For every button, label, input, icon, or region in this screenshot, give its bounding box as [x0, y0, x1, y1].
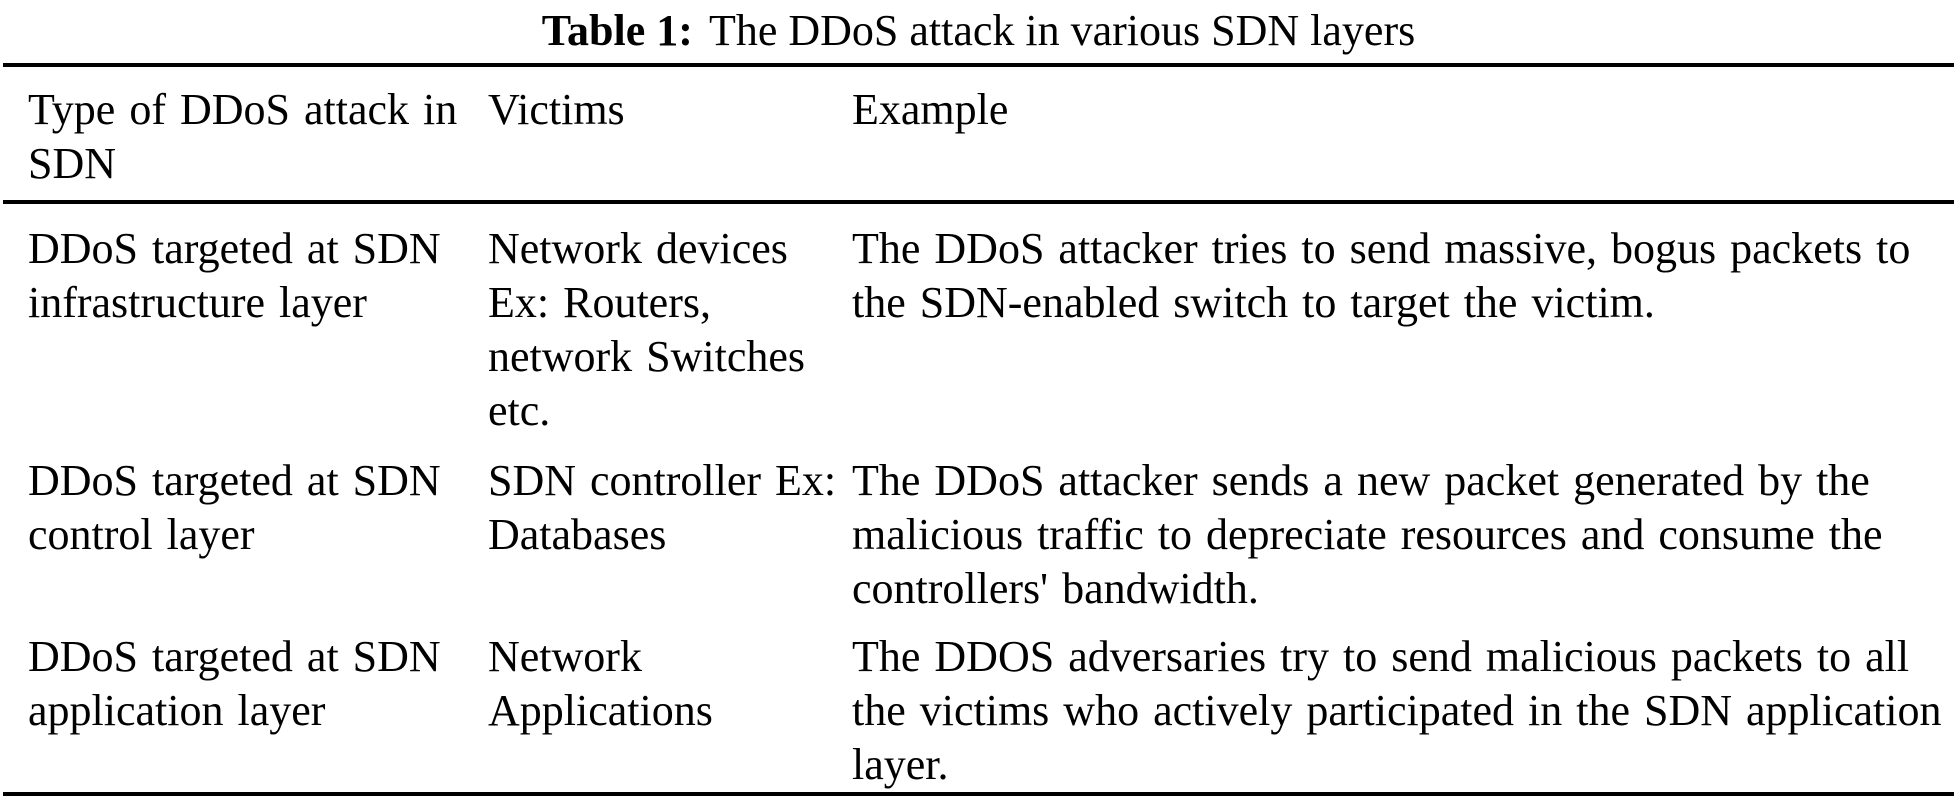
table-cell-example: The DDOS adversaries try to send malicio…: [852, 630, 1952, 792]
table-cell-example: The DDoS attacker sends a new packet gen…: [852, 454, 1952, 616]
cell-line: the SDN-enabled switch to target the vic…: [852, 278, 1655, 327]
table-cell-victims: SDN controller Ex: Databases: [488, 454, 852, 616]
table-caption-text: The DDoS attack in various SDN layers: [708, 6, 1416, 55]
header-cell-victims: Victims: [488, 83, 852, 191]
header-cell-type: Type of DDoS attack in SDN: [28, 83, 488, 191]
header-cell-example: Example: [852, 83, 1952, 191]
cell-line: Network devices: [488, 224, 788, 273]
cell-line: The DDoS attacker sends a new packet gen…: [852, 456, 1870, 505]
cell-line: malicious traffic to depreciate resource…: [852, 510, 1883, 559]
cell-line: Databases: [488, 510, 667, 559]
cell-line: control layer: [28, 510, 255, 559]
cell-line: layer.: [852, 740, 949, 789]
header-line: SDN: [28, 139, 117, 188]
table-cell-type: DDoS targeted at SDN application layer: [28, 630, 488, 792]
table-row: DDoS targeted at SDN infrastructure layer…: [0, 204, 1957, 438]
cell-line: Ex: Routers,: [488, 278, 711, 327]
cell-line: The DDoS attacker tries to send massive,…: [852, 224, 1911, 273]
table-top-rule: [3, 63, 1954, 67]
header-line: Type of DDoS attack in: [28, 85, 458, 134]
table-caption-label: Table 1:: [541, 6, 693, 55]
cell-line: The DDOS adversaries try to send malicio…: [852, 632, 1910, 681]
cell-line: DDoS targeted at SDN: [28, 224, 441, 273]
table-row: DDoS targeted at SDN control layer SDN con…: [0, 438, 1957, 616]
table-header-row: Type of DDoS attack in SDN Victims Example: [0, 67, 1957, 200]
table-cell-example: The DDoS attacker tries to send massive,…: [852, 222, 1952, 438]
cell-line: Network: [488, 632, 642, 681]
table-row: DDoS targeted at SDN application layer Net…: [0, 616, 1957, 792]
cell-line: SDN controller Ex:: [488, 456, 837, 505]
cell-line: etc.: [488, 386, 551, 435]
table-cell-type: DDoS targeted at SDN control layer: [28, 454, 488, 616]
header-line: Example: [852, 85, 1009, 134]
cell-line: network Switches: [488, 332, 806, 381]
cell-line: infrastructure layer: [28, 278, 367, 327]
table-caption: Table 1: The DDoS attack in various SDN l…: [0, 0, 1957, 63]
cell-line: the victims who actively participated in…: [852, 686, 1942, 735]
table-bottom-rule: [3, 792, 1954, 796]
cell-line: DDoS targeted at SDN: [28, 632, 441, 681]
cell-line: application layer: [28, 686, 326, 735]
cell-line: controllers' bandwidth.: [852, 564, 1259, 613]
cell-line: DDoS targeted at SDN: [28, 456, 441, 505]
table-body: DDoS targeted at SDN infrastructure layer…: [0, 204, 1957, 792]
table-header-rule: [3, 200, 1954, 204]
header-line: Victims: [488, 85, 625, 134]
table-cell-type: DDoS targeted at SDN infrastructure layer: [28, 222, 488, 438]
cell-line: Applications: [488, 686, 713, 735]
